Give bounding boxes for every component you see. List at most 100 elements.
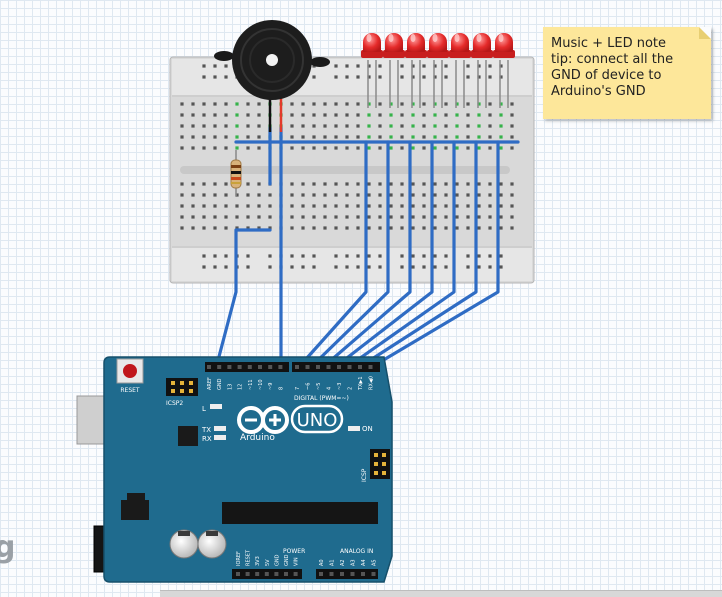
rail-hole: [202, 64, 206, 68]
rail-hole: [345, 265, 349, 269]
breadboard-hole: [510, 102, 514, 106]
breadboard-hole: [213, 215, 217, 219]
header-pin: [305, 365, 310, 369]
led-7: [493, 33, 515, 108]
breadboard-hole: [290, 146, 294, 150]
rail-hole: [422, 265, 426, 269]
note-line-2: tip: connect all the: [551, 52, 674, 67]
center-channel: [180, 166, 510, 174]
rail-hole: [290, 254, 294, 258]
breadboard-hole: [191, 204, 195, 208]
breadboard-hole: [323, 182, 327, 186]
breadboard-hole: [202, 226, 206, 230]
breadboard-hole: [246, 113, 250, 117]
breadboard-hole: [477, 102, 481, 106]
breadboard-hole: [389, 215, 393, 219]
breadboard-hole: [334, 182, 338, 186]
pin-label: GND: [217, 378, 223, 390]
rail-hole: [411, 265, 415, 269]
rail-hole: [499, 254, 503, 258]
pin-label: TX▶1: [358, 376, 364, 391]
breadboard-hole: [202, 135, 206, 139]
breadboard-hole: [246, 226, 250, 230]
led-array: [361, 33, 515, 108]
breadboard-hole: [411, 215, 415, 219]
breadboard-hole: [180, 124, 184, 128]
rail-hole: [202, 265, 206, 269]
arduino-pcb: [103, 356, 393, 583]
breadboard-hole: [334, 204, 338, 208]
breadboard-hole: [389, 113, 393, 117]
rail-hole: [356, 64, 360, 68]
breadboard-hole: [268, 193, 272, 197]
pin-label: ~11: [248, 379, 254, 390]
breadboard-hole: [510, 226, 514, 230]
breadboard-hole: [488, 113, 492, 117]
power-label: POWER: [283, 548, 305, 555]
breadboard-hole: [367, 204, 371, 208]
header-pin: [347, 365, 352, 369]
breadboard-hole: [290, 102, 294, 106]
rail-hole: [477, 64, 481, 68]
rail-hole: [213, 254, 217, 258]
led-wire-6: [356, 140, 478, 370]
breadboard-hole: [378, 124, 382, 128]
header-pin: [340, 572, 344, 576]
rail-hole: [356, 75, 360, 79]
breadboard-hole: [312, 113, 316, 117]
breadboard-hole: [422, 146, 426, 150]
rail-hole: [345, 64, 349, 68]
breadboard-hole: [422, 124, 426, 128]
icsp-label: ICSP: [361, 468, 368, 482]
breadboard-hole: [191, 113, 195, 117]
breadboard-hole: [312, 135, 316, 139]
breadboard-hole: [510, 182, 514, 186]
rail-hole: [466, 75, 470, 79]
header-pin: [237, 365, 242, 369]
rail-hole: [345, 75, 349, 79]
breadboard-hole: [235, 215, 239, 219]
breadboard-hole: [499, 226, 503, 230]
rail-hole: [400, 64, 404, 68]
breadboard-hole: [433, 226, 437, 230]
led-3: [405, 33, 427, 108]
breadboard-hole: [290, 193, 294, 197]
breadboard-hole: [378, 182, 382, 186]
breadboard-hole: [180, 193, 184, 197]
header-pin: [319, 572, 323, 576]
led-wire-5: [344, 140, 456, 370]
breadboard-hole: [433, 124, 437, 128]
breadboard-hole: [455, 226, 459, 230]
breadboard-hole: [356, 113, 360, 117]
breadboard-hole: [246, 124, 250, 128]
rail-hole: [488, 75, 492, 79]
rail-hole: [345, 254, 349, 258]
breadboard-hole: [488, 204, 492, 208]
breadboard-hole: [444, 124, 448, 128]
breadboard-hole: [191, 226, 195, 230]
breadboard-hole: [444, 146, 448, 150]
breadboard-hole: [235, 204, 239, 208]
breadboard-hole: [202, 204, 206, 208]
rail-hole: [213, 75, 217, 79]
breadboard-hole: [433, 193, 437, 197]
breadboard-hole: [246, 102, 250, 106]
breadboard-hole: [411, 226, 415, 230]
capacitors: [169, 529, 227, 559]
breadboard-hole: [422, 135, 426, 139]
resistor: [230, 150, 242, 196]
breadboard-hole: [191, 215, 195, 219]
breadboard-hole: [268, 226, 272, 230]
breadboard-hole: [323, 102, 327, 106]
breadboard-hole: [422, 193, 426, 197]
power-pin-label: GND: [284, 554, 290, 566]
bottom-scrollbar[interactable]: [160, 590, 722, 597]
breadboard-hole: [400, 124, 404, 128]
breadboard-hole: [202, 113, 206, 117]
header-pin: [245, 572, 250, 576]
rail-hole: [268, 254, 272, 258]
analog-pin-label: A2: [340, 559, 346, 566]
rail-hole: [213, 64, 217, 68]
corner-text: g: [0, 530, 16, 565]
header-pin: [207, 365, 211, 369]
